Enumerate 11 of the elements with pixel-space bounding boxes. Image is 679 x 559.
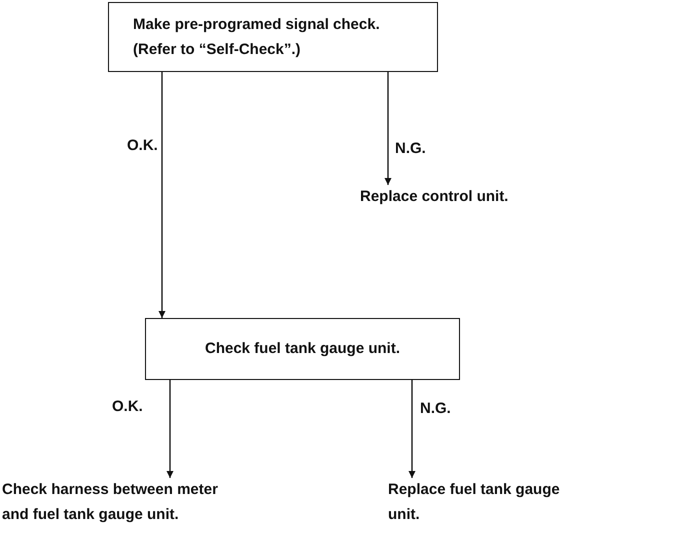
step-text: Check harness between meter and fuel tank gauge unit. [2,478,227,558]
process-box [108,2,438,72]
step-text: Replace fuel tank gauge unit. [388,478,568,534]
step-text: Make pre-programed signal check. (Refer to “Self-Check”.) [133,15,381,60]
step-text: Replace control unit. [360,185,660,211]
arrow [166,380,174,478]
step-text: Check fuel tank gauge unit. [204,338,400,359]
process-box [145,318,460,380]
arrow [384,72,392,185]
arrow [158,72,166,318]
arrow [408,380,416,478]
